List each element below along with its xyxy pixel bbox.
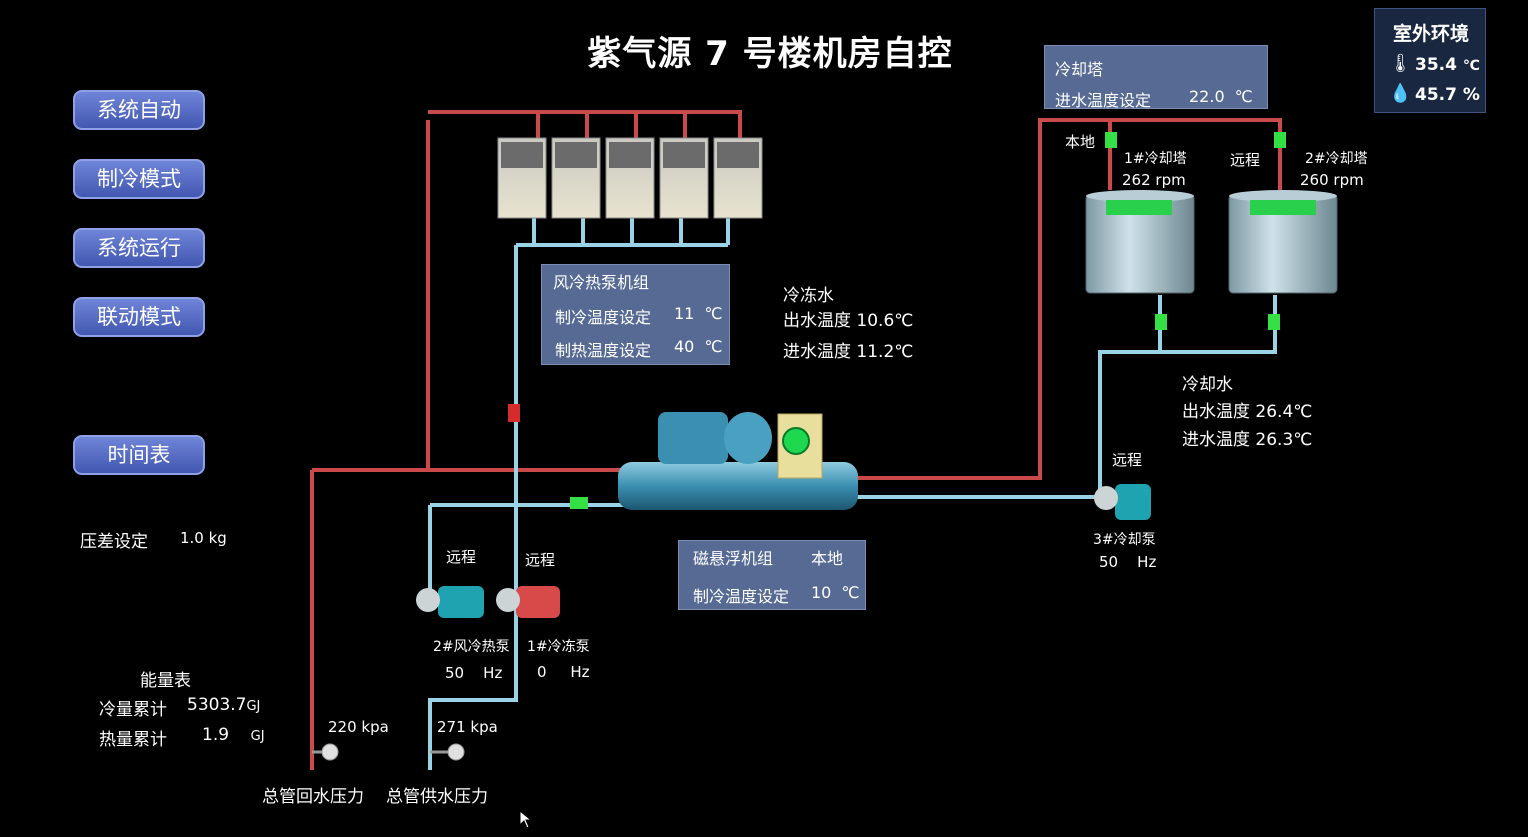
outdoor-environment-panel: 室外环境 🌡 35.4 ℃ 💧 45.7 % <box>1374 8 1486 113</box>
heat-pump-heat-label: 制热温度设定 <box>555 341 652 360</box>
pump-3-name: 3#冷却泵 <box>1093 532 1156 548</box>
chiller-cool-setpoint[interactable]: 10 ℃ <box>811 583 860 602</box>
heat-pump-cool-label: 制冷温度设定 <box>555 308 652 327</box>
water-drop-icon: 💧 <box>1389 83 1412 104</box>
cooling-water-in: 进水温度 26.3℃ <box>1182 430 1313 450</box>
chilled-water-in: 进水温度 11.2℃ <box>783 342 914 362</box>
return-pressure-value: 220 kpa <box>328 718 389 736</box>
tower-2-mode: 远程 <box>1230 151 1261 169</box>
cooling-tower-panel-title: 冷却塔 <box>1055 60 1104 79</box>
mouse-cursor <box>520 811 532 829</box>
pump-2 <box>416 586 484 618</box>
outdoor-temperature: 35.4 ℃ <box>1415 55 1480 75</box>
heat-pump-panel-title: 风冷热泵机组 <box>553 273 650 292</box>
chilled-water-title: 冷冻水 <box>783 286 834 306</box>
tower-1-name: 1#冷却塔 <box>1124 151 1187 167</box>
pump-1-mode: 远程 <box>525 551 556 569</box>
schedule-button[interactable]: 时间表 <box>73 435 205 475</box>
system-auto-button[interactable]: 系统自动 <box>73 90 205 130</box>
pressure-diff-value[interactable]: 1.0 kg <box>180 529 227 547</box>
chiller-panel: 磁悬浮机组 本地 制冷温度设定 10 ℃ <box>678 540 866 610</box>
pump-1-frequency: 0 Hz <box>537 663 590 681</box>
pump-2-frequency: 50 Hz <box>445 664 503 682</box>
pump-2-name: 2#风冷热泵 <box>433 639 510 655</box>
tower-inlet-label: 进水温度设定 <box>1055 91 1152 110</box>
chiller-panel-title: 磁悬浮机组 <box>693 549 774 568</box>
cooling-tower-1 <box>1085 190 1195 294</box>
cooling-water-title: 冷却水 <box>1182 375 1233 395</box>
pump-1-name: 1#冷冻泵 <box>527 639 590 655</box>
system-run-button[interactable]: 系统运行 <box>73 228 205 268</box>
outdoor-title: 室外环境 <box>1392 23 1469 45</box>
cooling-tower-panel: 冷却塔 进水温度设定 22.0 ℃ <box>1044 45 1268 110</box>
heat-pump-units <box>497 137 763 219</box>
page-title: 紫气源 7 号楼机房自控 <box>587 34 953 74</box>
cooling-mode-button[interactable]: 制冷模式 <box>73 159 205 199</box>
tower-2-speed: 260 rpm <box>1300 171 1364 189</box>
heat-pump-cool-setpoint[interactable]: 11 ℃ <box>674 304 723 323</box>
energy-title: 能量表 <box>140 671 191 691</box>
thermometer-icon: 🌡 <box>1389 53 1412 74</box>
pump-3-frequency: 50 Hz <box>1099 553 1157 571</box>
chiller-unit <box>618 412 858 510</box>
pump-3-mode: 远程 <box>1112 451 1143 469</box>
tower-2-name: 2#冷却塔 <box>1305 151 1368 167</box>
chilled-water-out: 出水温度 10.6℃ <box>783 311 914 331</box>
energy-heat-label: 热量累计 <box>99 730 167 750</box>
pressure-diff-label: 压差设定 <box>80 532 148 552</box>
heat-pump-panel: 风冷热泵机组 制冷温度设定 11 ℃ 制热温度设定 40 ℃ <box>541 264 730 365</box>
pump-1 <box>496 586 560 618</box>
supply-pressure-value: 271 kpa <box>437 718 498 736</box>
chiller-mode: 本地 <box>811 549 844 568</box>
cooling-tower-2 <box>1228 190 1338 294</box>
tower-1-mode: 本地 <box>1065 133 1096 151</box>
outdoor-humidity: 45.7 % <box>1415 85 1480 105</box>
energy-cool-label: 冷量累计 <box>99 700 167 720</box>
pump-3 <box>1094 484 1151 520</box>
pump-2-mode: 远程 <box>446 548 477 566</box>
linkage-mode-button[interactable]: 联动模式 <box>73 297 205 337</box>
energy-cool-value: 5303.7GJ <box>187 695 261 715</box>
valves <box>508 132 1286 509</box>
chiller-cool-label: 制冷温度设定 <box>693 587 790 606</box>
heat-pump-heat-setpoint[interactable]: 40 ℃ <box>674 337 723 356</box>
supply-pressure-label: 总管供水压力 <box>386 787 488 807</box>
cooling-water-out: 出水温度 26.4℃ <box>1182 402 1313 422</box>
tower-inlet-setpoint[interactable]: 22.0 ℃ <box>1189 87 1253 106</box>
return-pressure-label: 总管回水压力 <box>262 787 364 807</box>
energy-heat-value: 1.9 GJ <box>202 725 265 745</box>
tower-1-speed: 262 rpm <box>1122 171 1186 189</box>
pressure-gauges <box>312 743 465 761</box>
